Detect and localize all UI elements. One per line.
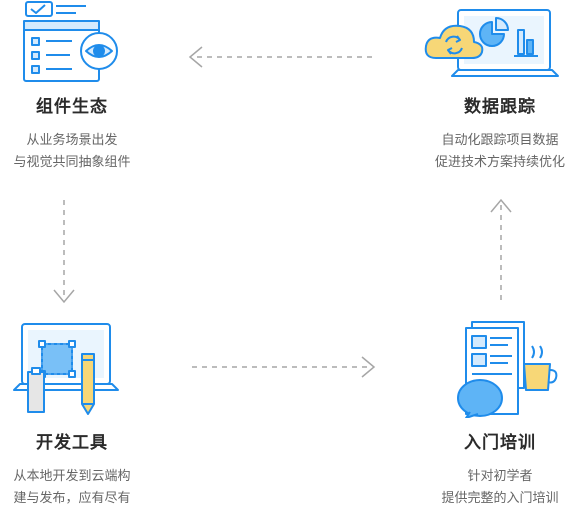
desc-line: 从本地开发到云端构	[13, 469, 131, 484]
node-title: 组件生态	[36, 97, 108, 117]
node-description: 从业务场景出发 与视觉共同抽象组件	[0, 130, 172, 174]
node-title: 入门培训	[464, 433, 536, 453]
node-ecosystem: 组件生态 从业务场景出发 与视觉共同抽象组件	[0, 96, 172, 174]
node-description: 自动化跟踪项目数据 促进技术方案持续优化	[400, 130, 575, 174]
arrow-head-up	[490, 198, 512, 213]
desc-line: 与视觉共同抽象组件	[13, 155, 131, 170]
node-getting-started: 入门培训 针对初学者 提供完整的入门培训	[400, 432, 575, 510]
desc-line: 建与发布，应有尽有	[13, 491, 131, 506]
desc-line: 针对初学者	[467, 469, 533, 484]
docs-chat-coffee-icon	[457, 321, 558, 418]
desc-line: 从业务场景出发	[26, 133, 118, 148]
node-title: 开发工具	[36, 433, 108, 453]
desc-line: 促进技术方案持续优化	[434, 155, 565, 170]
node-title: 数据跟踪	[464, 97, 536, 117]
component-list-eye-icon	[23, 1, 118, 82]
node-dev-tools: 开发工具 从本地开发到云端构 建与发布，应有尽有	[0, 432, 172, 510]
node-description: 针对初学者 提供完整的入门培训	[400, 466, 575, 510]
cloud-dashboard-icon	[424, 9, 559, 77]
node-description: 从本地开发到云端构 建与发布，应有尽有	[0, 466, 172, 510]
desc-line: 自动化跟踪项目数据	[441, 133, 559, 148]
node-data-tracking: 数据跟踪 自动化跟踪项目数据 促进技术方案持续优化	[400, 96, 575, 174]
desc-line: 提供完整的入门培训	[441, 491, 559, 506]
arrow-head-left	[188, 46, 203, 68]
arrow-head-down	[53, 289, 75, 304]
arrow-head-right	[361, 356, 376, 378]
laptop-design-icon	[13, 323, 119, 415]
